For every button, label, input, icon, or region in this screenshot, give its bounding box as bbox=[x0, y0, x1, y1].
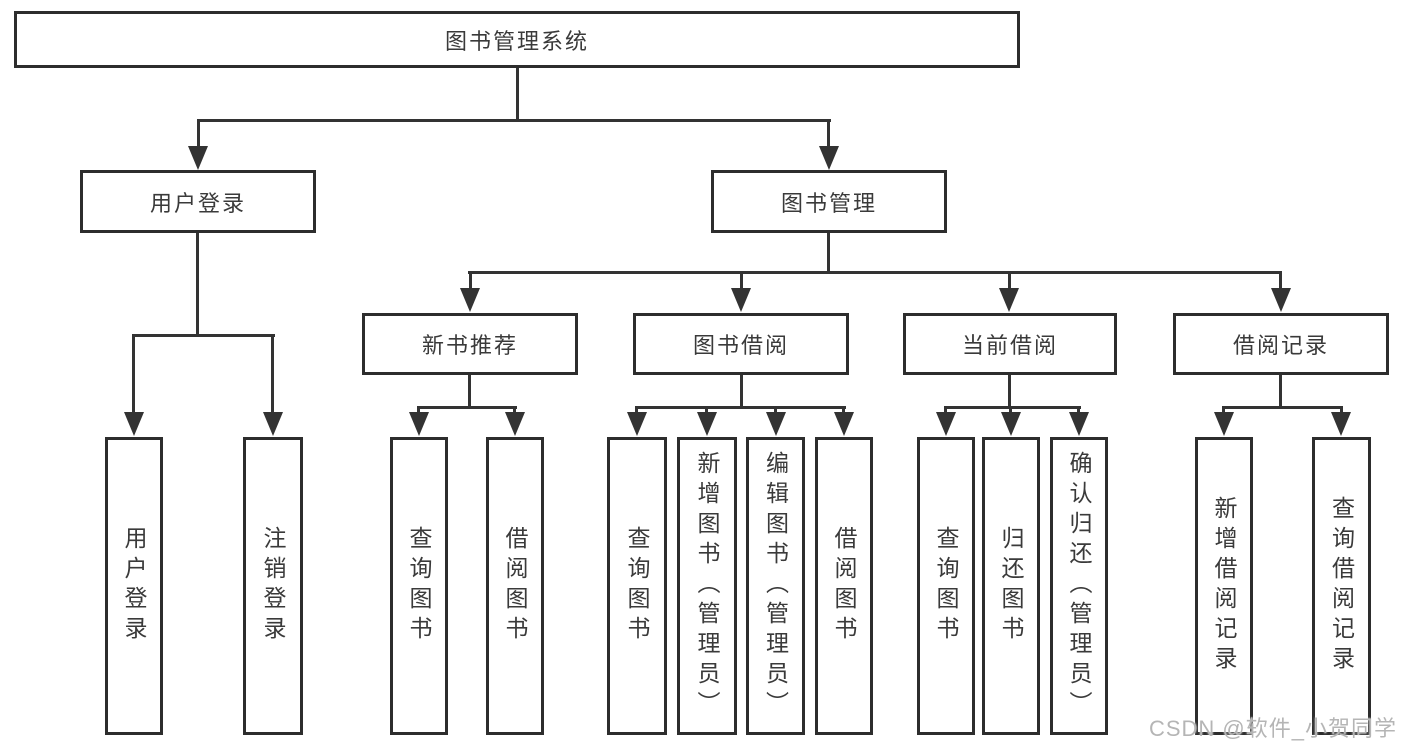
arrowhead-bookmgmt bbox=[819, 146, 839, 170]
arrowhead-leaf-logout bbox=[263, 412, 283, 436]
connector-nbr-leaf1-stem bbox=[417, 406, 420, 415]
leaf-nbr-borrow-books: 借阅图书 bbox=[486, 437, 544, 735]
arrowhead-borrowrecord bbox=[1271, 288, 1291, 312]
connector-bb-leaf1-stem bbox=[635, 406, 638, 415]
arrowhead-userlogin bbox=[188, 146, 208, 170]
leaf-cb-confirm-return-admin: 确认归还（管理员） bbox=[1050, 437, 1108, 735]
connector-bookmgmt-down bbox=[827, 233, 830, 274]
connector-level3-hline bbox=[468, 271, 1282, 274]
connector-br-leaf1-stem bbox=[1222, 406, 1225, 415]
connector-currentborrow-stem bbox=[1008, 271, 1011, 290]
arrowhead-currentborrow bbox=[999, 288, 1019, 312]
leaf-br-add-record: 新增借阅记录 bbox=[1195, 437, 1253, 735]
arrowhead-bb-leaf4 bbox=[834, 412, 854, 436]
leaf-logout: 注销登录 bbox=[243, 437, 303, 735]
connector-br-hline bbox=[1222, 406, 1343, 409]
node-book-management: 图书管理 bbox=[711, 170, 947, 233]
connector-userlogin-hline bbox=[132, 334, 275, 337]
arrowhead-nbr-leaf2 bbox=[505, 412, 525, 436]
csdn-watermark: CSDN @软件_小贺同学 bbox=[1148, 716, 1397, 741]
leaf-cb-query-books: 查询图书 bbox=[917, 437, 975, 735]
connector-cb-leaf3-stem bbox=[1077, 406, 1080, 415]
connector-userlogin-stem bbox=[197, 119, 200, 148]
connector-newbookrec-stem bbox=[469, 271, 472, 290]
connector-cb-leaf2-stem bbox=[1009, 406, 1012, 415]
arrowhead-bb-leaf1 bbox=[627, 412, 647, 436]
arrowhead-bb-leaf2 bbox=[697, 412, 717, 436]
leaf-bb-borrow-books: 借阅图书 bbox=[815, 437, 873, 735]
connector-cb-down bbox=[1008, 375, 1011, 409]
arrowhead-leaf-login bbox=[124, 412, 144, 436]
arrowhead-bookborrow bbox=[731, 288, 751, 312]
connector-bb-leaf2-stem bbox=[705, 406, 708, 415]
leaf-bb-add-books-admin: 新增图书（管理员） bbox=[677, 437, 737, 735]
node-new-book-recommend: 新书推荐 bbox=[362, 313, 578, 375]
connector-userlogin-down bbox=[196, 233, 199, 337]
arrowhead-cb-leaf1 bbox=[936, 412, 956, 436]
connector-cb-hline bbox=[944, 406, 1081, 409]
connector-bb-leaf3-stem bbox=[774, 406, 777, 415]
leaf-cb-return-books: 归还图书 bbox=[982, 437, 1040, 735]
node-book-borrowing: 图书借阅 bbox=[633, 313, 849, 375]
arrowhead-cb-leaf3 bbox=[1069, 412, 1089, 436]
arrowhead-bb-leaf3 bbox=[766, 412, 786, 436]
connector-level2-hline bbox=[197, 119, 831, 122]
arrowhead-nbr-leaf1 bbox=[409, 412, 429, 436]
connector-leaf-login-stem bbox=[132, 334, 135, 414]
connector-bb-down bbox=[740, 375, 743, 409]
connector-borrowrecord-stem bbox=[1279, 271, 1282, 290]
leaf-bb-edit-books-admin: 编辑图书（管理员） bbox=[746, 437, 805, 735]
connector-bb-leaf4-stem bbox=[842, 406, 845, 415]
connector-bookborrow-stem bbox=[740, 271, 743, 290]
arrowhead-br-leaf1 bbox=[1214, 412, 1234, 436]
node-current-borrowing: 当前借阅 bbox=[903, 313, 1117, 375]
node-borrowing-records: 借阅记录 bbox=[1173, 313, 1389, 375]
leaf-nbr-query-books: 查询图书 bbox=[390, 437, 448, 735]
connector-br-leaf2-stem bbox=[1340, 406, 1343, 415]
arrowhead-newbookrec bbox=[460, 288, 480, 312]
connector-bb-hline bbox=[635, 406, 846, 409]
connector-nbr-down bbox=[468, 375, 471, 409]
connector-nbr-leaf2-stem bbox=[513, 406, 516, 415]
connector-bookmgmt-stem bbox=[827, 119, 830, 148]
node-user-login: 用户登录 bbox=[80, 170, 316, 233]
leaf-user-login: 用户登录 bbox=[105, 437, 163, 735]
connector-cb-leaf1-stem bbox=[944, 406, 947, 415]
leaf-bb-query-books: 查询图书 bbox=[607, 437, 667, 735]
connector-root-stem bbox=[516, 68, 519, 122]
node-root: 图书管理系统 bbox=[14, 11, 1020, 68]
leaf-br-query-record: 查询借阅记录 bbox=[1312, 437, 1371, 735]
connector-leaf-logout-stem bbox=[271, 334, 274, 414]
connector-nbr-hline bbox=[418, 406, 517, 409]
arrowhead-cb-leaf2 bbox=[1001, 412, 1021, 436]
arrowhead-br-leaf2 bbox=[1331, 412, 1351, 436]
connector-br-down bbox=[1279, 375, 1282, 409]
